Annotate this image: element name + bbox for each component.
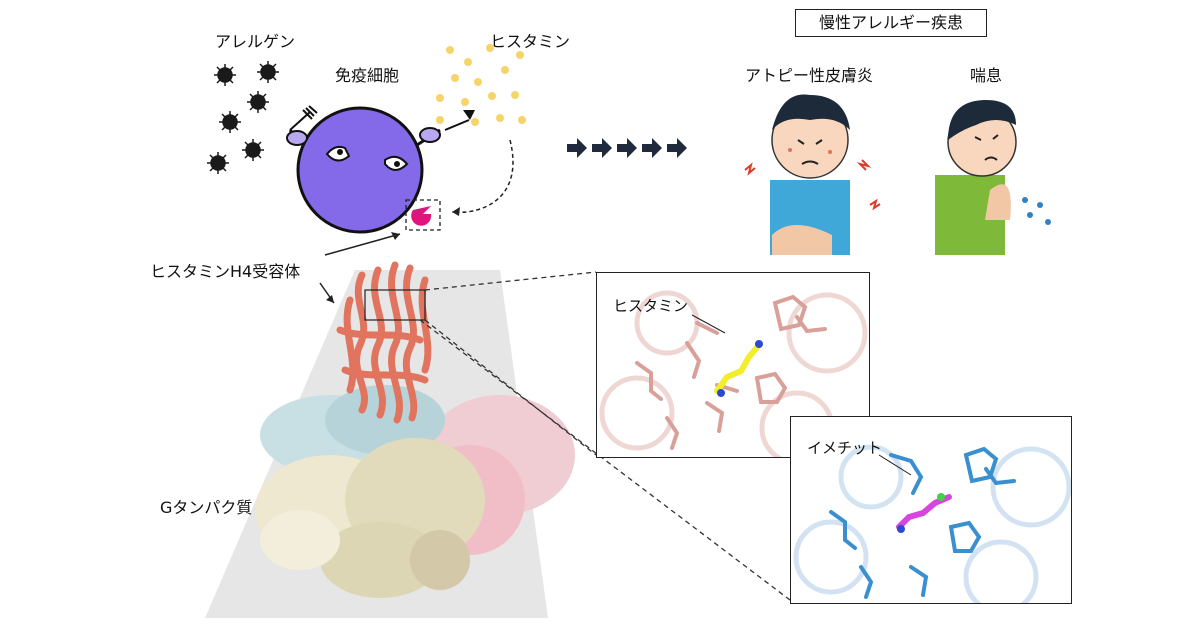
progression-arrows [567, 138, 687, 158]
imetit-ligand [896, 494, 952, 530]
panel1-ligand-label: ヒスタミン [613, 297, 689, 315]
h4-receptor-structure [336, 261, 432, 424]
atopic-dermatitis-label: アトピー性皮膚炎 [745, 66, 874, 85]
g-protein-label: Gタンパク質 [160, 498, 253, 517]
arrow-right-icon [567, 138, 587, 158]
imetit-structure-svg [793, 444, 1071, 603]
histamine-label: ヒスタミン [490, 32, 571, 51]
histamine-structure-svg [599, 290, 868, 457]
virus-icon [247, 91, 269, 113]
virus-icon [242, 139, 264, 161]
immune-cell [286, 105, 475, 234]
histamine-ligand [714, 342, 762, 394]
virus-icon [207, 152, 229, 174]
allergen-label: アレルゲン [215, 32, 296, 51]
histamine-dots [436, 44, 526, 126]
allergen-viruses [207, 61, 279, 174]
panel2-ligand-label: イメチット [807, 439, 883, 457]
virus-icon [219, 111, 241, 133]
arrow-right-icon [667, 138, 687, 158]
immune-cell-label: 免疫細胞 [335, 66, 400, 85]
arrow-right-icon [642, 138, 662, 158]
asthma-label: 喘息 [970, 66, 1003, 85]
funnel-icon [444, 110, 475, 131]
boy-itching-icon [744, 94, 881, 255]
h4-receptor-label: ヒスタミンH4受容体 [150, 262, 301, 281]
virus-icon [214, 64, 236, 86]
virus-icon [257, 61, 279, 83]
imetit-binding-panel: イメチット [790, 416, 1072, 604]
g-protein-surface [255, 385, 575, 598]
fork-icon [289, 105, 318, 131]
chronic-allergy-title: 慢性アレルギー疾患 [795, 9, 987, 37]
arrow-right-icon [592, 138, 612, 158]
arrow-right-icon [617, 138, 637, 158]
boy-coughing-icon [935, 100, 1051, 255]
binding-site-box [364, 289, 426, 321]
